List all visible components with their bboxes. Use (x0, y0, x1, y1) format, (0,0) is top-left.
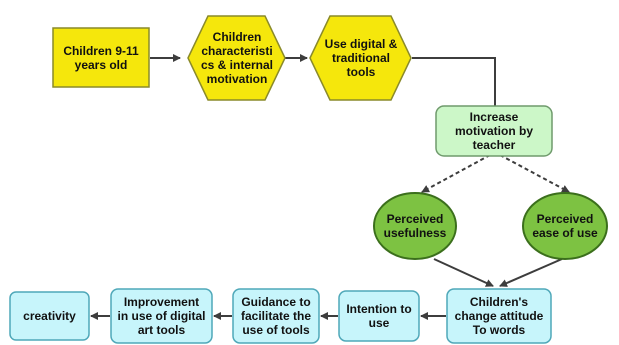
label-perceived-ease-of-use: Perceived ease of use (532, 212, 598, 240)
label-perceived-usefulness: Perceived usefulness (383, 212, 447, 240)
label-digital-tools: Use digital & traditional tools (324, 37, 398, 79)
node-children-characteristics-hexagon (187, 15, 286, 101)
node-guidance-box (232, 288, 320, 344)
node-teacher-motivation-box (435, 105, 553, 157)
dashed-arrow-to-ease-of-use (499, 154, 570, 193)
node-improvement-box (110, 288, 213, 344)
arrow-ease-of-use-to-attitude (499, 258, 563, 287)
label-change-attitude: Children's change attitude To words (454, 295, 544, 337)
node-children-age-box (52, 27, 150, 88)
label-children-age: Children 9-11 years old (63, 43, 139, 72)
node-creativity-box (9, 291, 90, 341)
label-guidance: Guidance to facilitate the use of tools (240, 295, 312, 337)
node-change-attitude-box (446, 288, 552, 344)
node-perceived-ease-of-use-ellipse (522, 192, 608, 260)
node-intention-box (338, 290, 420, 342)
label-intention: Intention to use (346, 302, 412, 330)
arrow-usefulness-to-attitude (433, 258, 494, 287)
dashed-arrow-to-usefulness (421, 154, 491, 193)
node-digital-tools-hexagon (309, 15, 412, 101)
label-children-characteristics: Children characteristi cs & internal mot… (200, 30, 274, 86)
label-teacher-motivation: Increase motivation by teacher (454, 110, 533, 152)
label-improvement: Improvement in use of digital art tools (117, 295, 206, 337)
connector-tools-to-teacher (412, 57, 496, 106)
label-creativity: creativity (23, 309, 76, 323)
node-perceived-usefulness-ellipse (373, 192, 457, 260)
connectors (90, 54, 570, 320)
